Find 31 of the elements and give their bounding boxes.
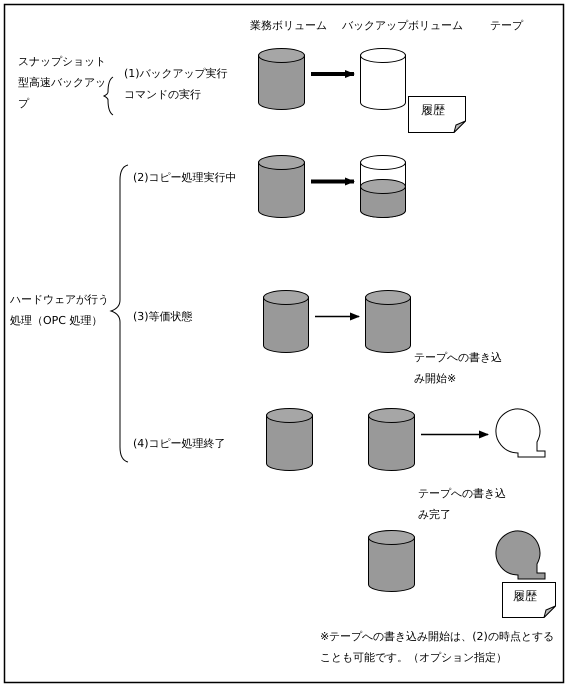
note-text: 履歴: [512, 588, 538, 605]
step-label: (1)バックアップ実行コマンドの実行: [124, 66, 229, 103]
volume-cylinder-icon: [266, 408, 313, 471]
note-text: テープへの書き込み開始※: [414, 350, 503, 387]
step-label: (2)コピー処理実行中: [133, 170, 238, 186]
volume-cylinder-icon: [263, 290, 309, 353]
volume-cylinder-icon: [258, 155, 305, 218]
step-label: (3)等価状態: [133, 309, 194, 325]
volume-cylinder-icon: [258, 48, 305, 110]
footnote: ※テープへの書き込み開始は、(2)の時点とすることも可能です。（オプション指定）: [320, 629, 555, 666]
volume-cylinder-icon: [368, 530, 415, 592]
note-card: [502, 582, 556, 618]
column-header: バックアップボリューム: [342, 18, 463, 34]
group-label: スナップショット型高速バックアップ: [18, 54, 106, 112]
tape-reel-icon: [494, 408, 546, 458]
arrow: [311, 70, 355, 78]
arrow: [311, 177, 355, 186]
arrow: [315, 312, 360, 320]
group-label: ハードウェアが行う処理（OPC 処理）: [10, 292, 110, 329]
note-text: 履歴: [420, 102, 446, 120]
step-label: (4)コピー処理終了: [133, 436, 227, 452]
volume-cylinder-icon: [368, 408, 415, 471]
volume-cylinder-icon: [365, 290, 411, 353]
volume-cylinder-icon: [360, 48, 406, 110]
arrow: [421, 430, 489, 438]
column-header: 業務ボリューム: [250, 18, 327, 34]
tape-reel-icon: [494, 530, 546, 580]
volume-cylinder-icon: [360, 155, 406, 218]
note-card: [408, 96, 466, 133]
column-header: テープ: [490, 18, 523, 34]
note-text: テープへの書き込み完了: [418, 486, 507, 523]
